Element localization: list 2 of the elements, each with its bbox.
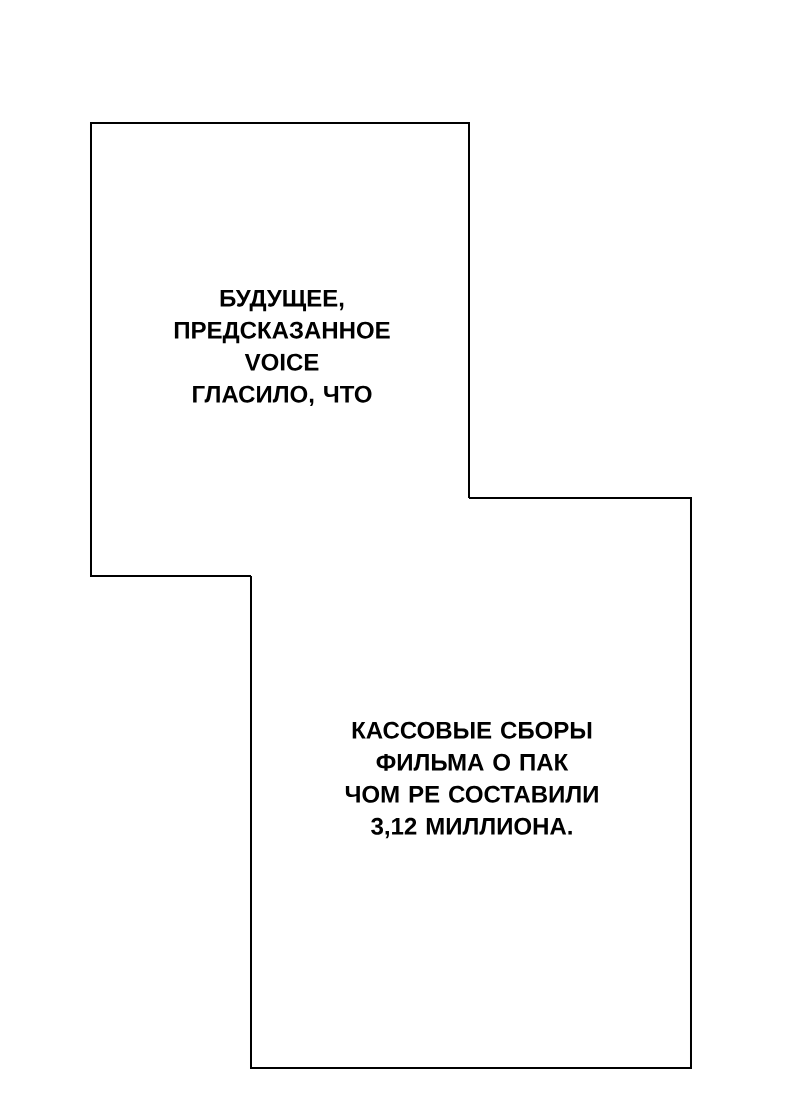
narration-box: КАССОВЫЕ СБОРЫ ФИЛЬМА О ПАК ЧОМ РЕ СОСТАВИЛИ 3,12 МИЛЛИОНА. bbox=[250, 497, 692, 1069]
narration-box: БУДУЩЕЕ, ПРЕДСКАЗАННОЕ VOICE ГЛАСИЛО, ЧТО bbox=[90, 122, 470, 577]
